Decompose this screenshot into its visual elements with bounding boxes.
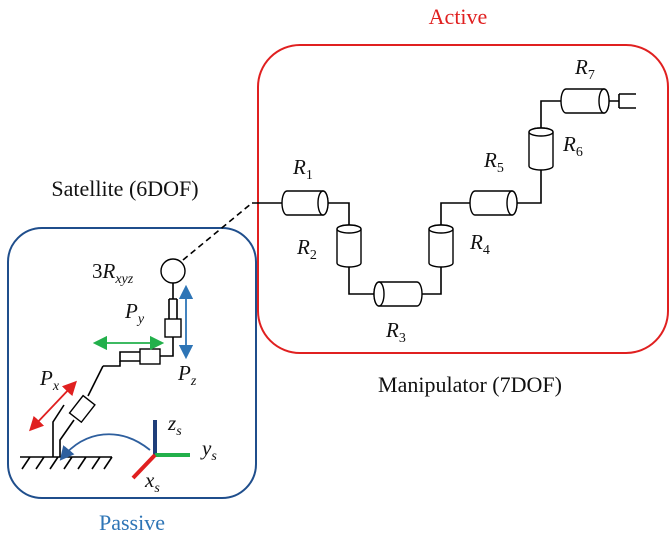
satellite-connector: [182, 202, 253, 261]
label-axis-y: ys: [200, 436, 217, 464]
axis-x: [131, 453, 157, 480]
arrow-px: [29, 380, 77, 432]
label-px: Px: [39, 366, 60, 394]
manipulator-chain: [252, 88, 636, 307]
joint-r7: [560, 88, 610, 114]
joint-px: [68, 394, 96, 424]
joint-r4: [428, 224, 454, 268]
manipulator-label: Manipulator (7DOF): [378, 372, 562, 397]
gripper-icon: [609, 93, 636, 109]
label-rxyz: 3Rxyz: [92, 259, 134, 287]
passive-label: Passive: [99, 510, 165, 535]
joint-r2: [336, 224, 362, 268]
joint-pz: [164, 318, 182, 338]
joint-rxyz: [160, 258, 186, 284]
label-r7: R7: [574, 55, 595, 83]
satellite-chain: [20, 258, 186, 470]
active-label: Active: [429, 4, 488, 29]
label-axis-x: xs: [144, 468, 160, 496]
label-r4: R4: [469, 230, 490, 258]
active-frame: [257, 44, 669, 354]
label-r3: R3: [385, 318, 406, 346]
label-pz: Pz: [177, 361, 197, 389]
label-py: Py: [124, 299, 145, 327]
satellite-label: Satellite (6DOF): [51, 176, 198, 201]
ground-icon: [20, 456, 113, 470]
label-r1: R1: [292, 155, 313, 183]
label-r5: R5: [483, 148, 504, 176]
label-r6: R6: [562, 132, 583, 160]
joint-r3: [373, 281, 423, 307]
joint-r1: [281, 190, 329, 216]
joint-r6: [528, 127, 554, 171]
joint-py: [139, 348, 161, 365]
joint-r5: [469, 190, 518, 216]
label-axis-z: zs: [167, 411, 182, 439]
manipulator-links: [252, 100, 566, 295]
passive-frame: [7, 227, 257, 499]
frame-curve: [59, 433, 151, 461]
label-r2: R2: [296, 235, 317, 263]
